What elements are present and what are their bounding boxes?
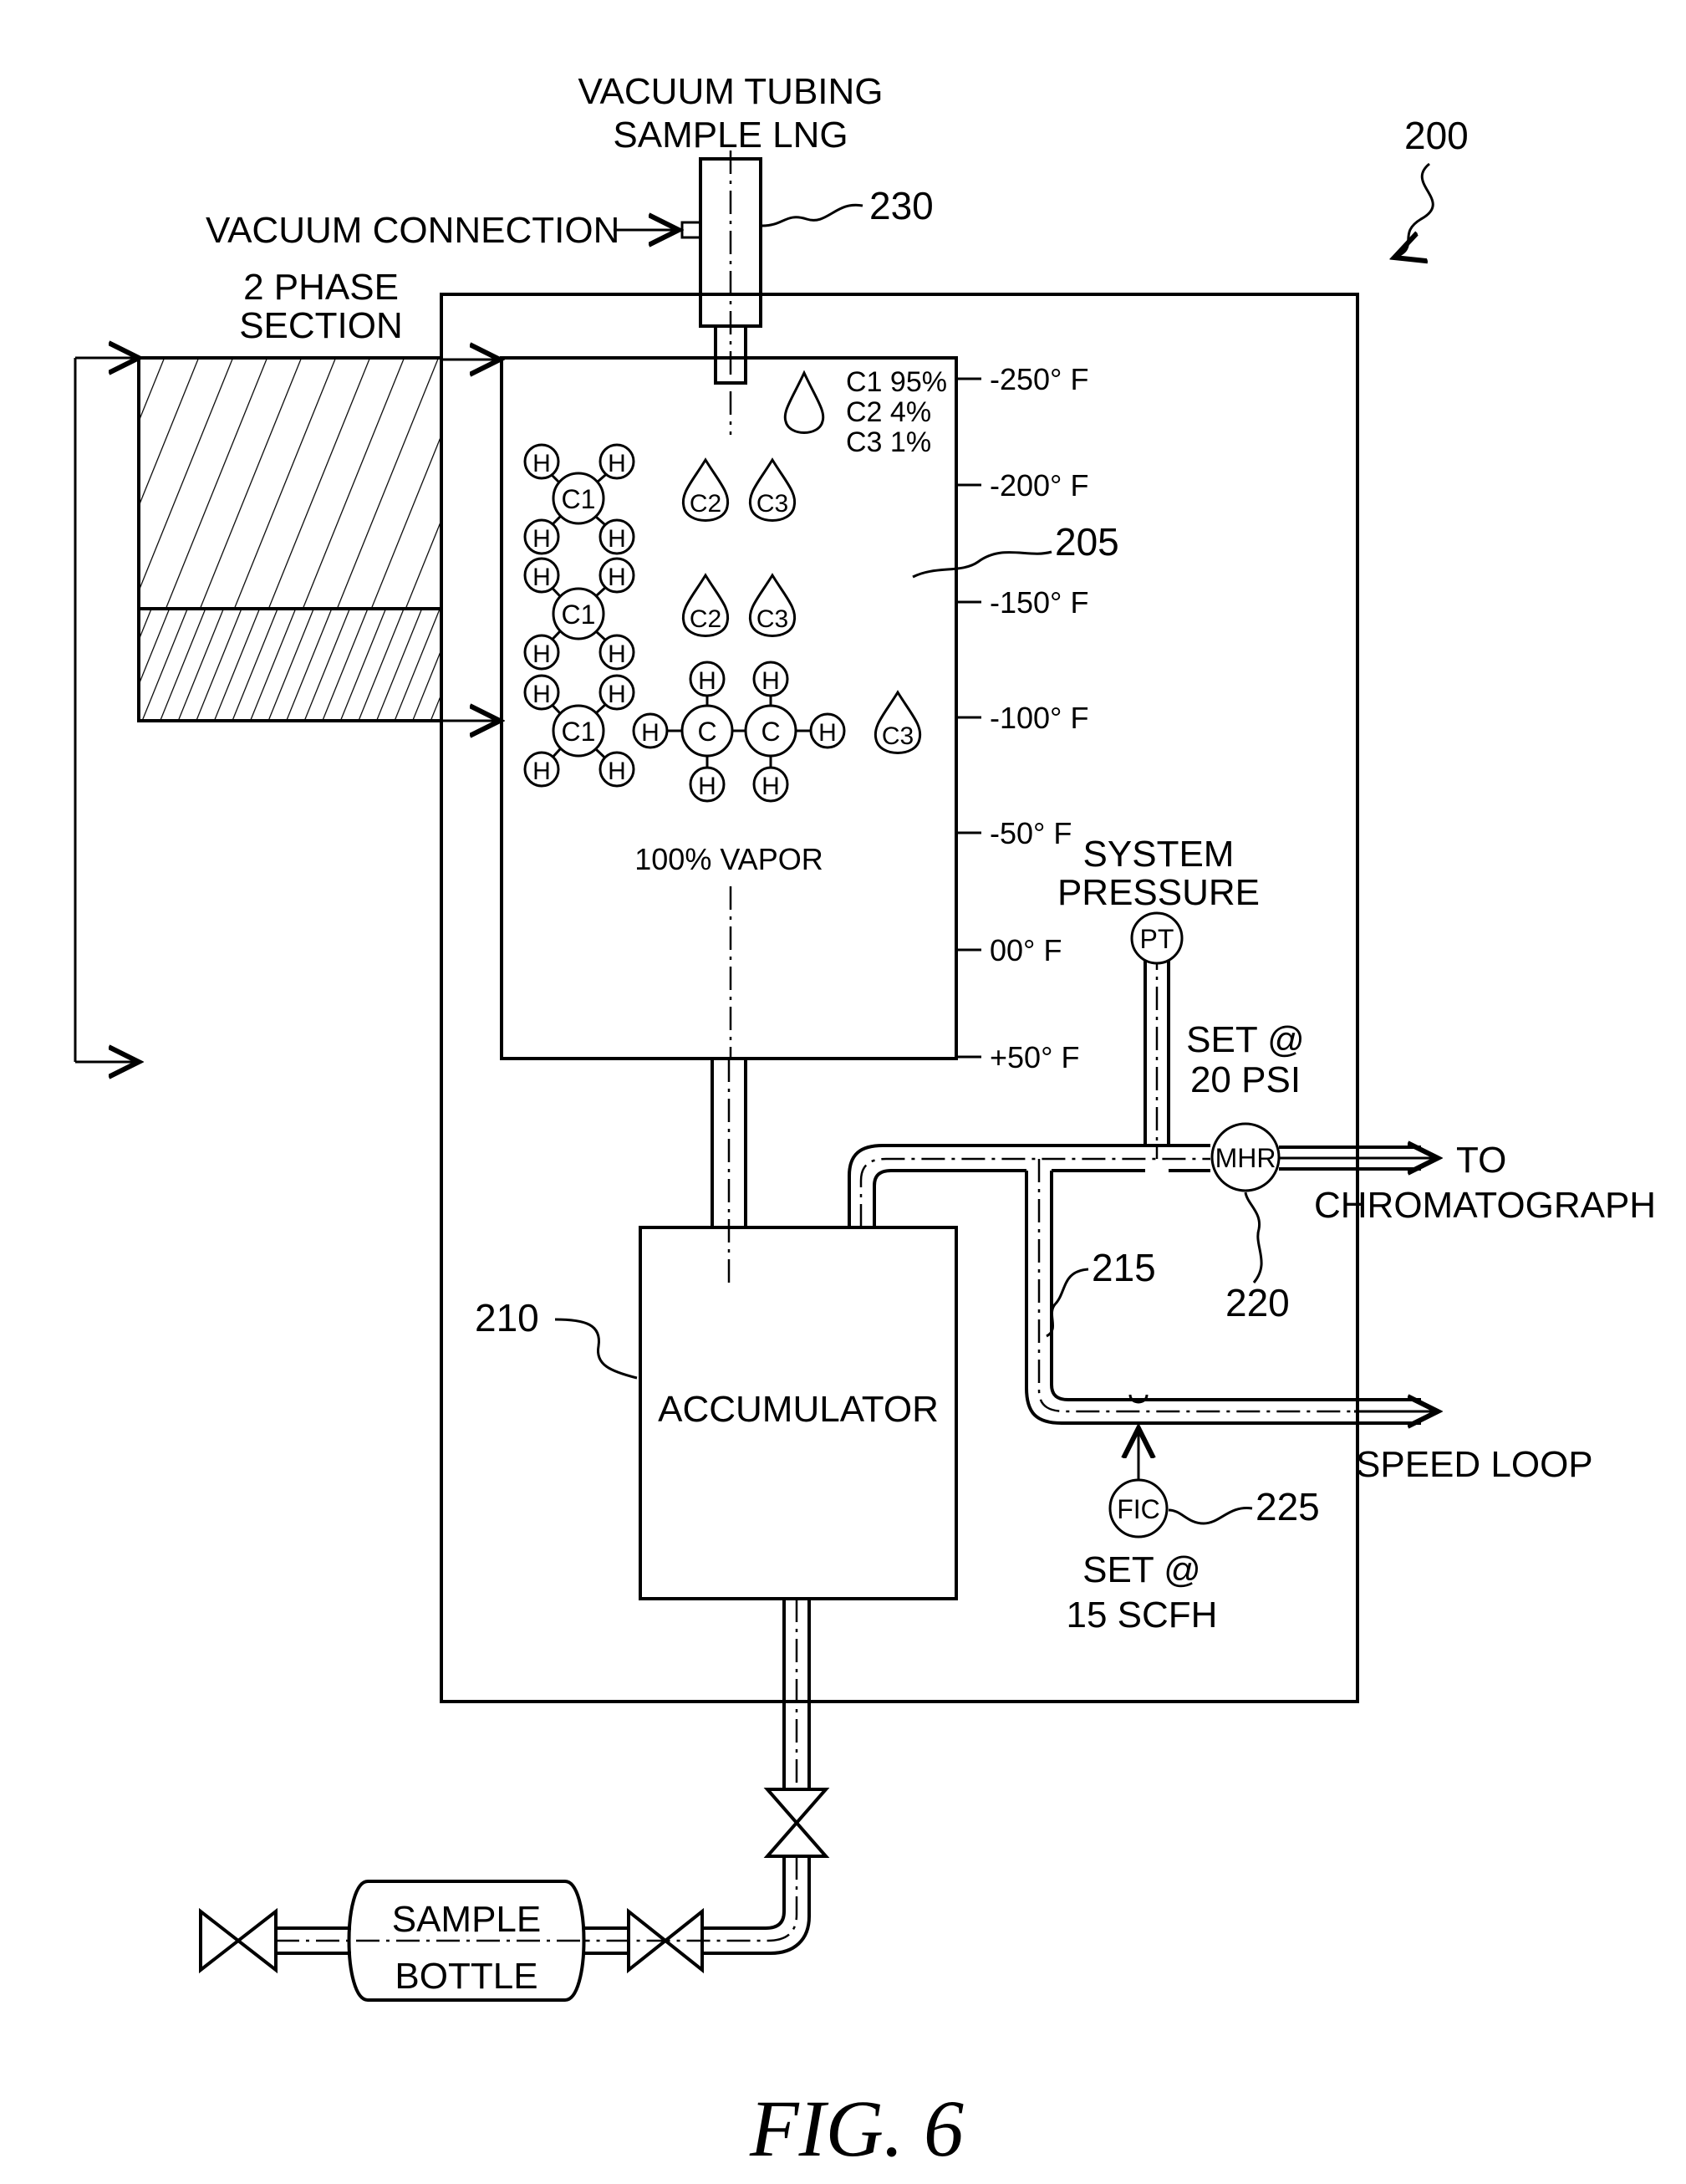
two-phase-section-lower	[139, 609, 441, 721]
svg-text:H: H	[608, 564, 626, 591]
svg-text:C1: C1	[562, 717, 596, 747]
bottle-line-inner	[702, 1856, 784, 1928]
svg-text:C3: C3	[756, 605, 788, 633]
svg-text:C3: C3	[756, 490, 788, 518]
section-label: SECTION	[239, 305, 403, 346]
svg-text:C2: C2	[690, 605, 721, 633]
temp-zero: 00° F	[990, 933, 1062, 967]
droplet-c3-middle: C3	[750, 575, 794, 636]
two-phase-section-upper	[139, 358, 441, 609]
svg-text:H: H	[818, 719, 837, 747]
ref-speed-loop: 215	[1092, 1246, 1156, 1289]
sample-bottle-label-1: SAMPLE	[392, 1899, 542, 1940]
mhr-label: MHR	[1215, 1143, 1276, 1173]
ref-flow-controller: 225	[1256, 1485, 1320, 1528]
temperature-scale: -250° F -200° F -150° F -100° F -50° F 0…	[956, 362, 1088, 1074]
svg-text:C1: C1	[562, 600, 596, 630]
accumulator-label: ACCUMULATOR	[658, 1389, 939, 1430]
vacuum-connection-port	[682, 222, 700, 237]
svg-text:H: H	[532, 450, 551, 477]
system-pressure-label-1: SYSTEM	[1083, 834, 1235, 875]
ref-system-leader	[1394, 164, 1433, 258]
composition-c2: C2 4%	[846, 396, 931, 428]
ref-vacuum-tubing-leader	[762, 205, 863, 226]
svg-text:H: H	[608, 450, 626, 477]
ref-flow-controller-leader	[1169, 1508, 1252, 1523]
temp-plus-50: +50° F	[990, 1040, 1079, 1074]
sample-bottle-label-2: BOTTLE	[395, 1956, 537, 1997]
ref-system: 200	[1404, 114, 1469, 157]
ref-regulator: 220	[1225, 1281, 1290, 1324]
methane-molecule-1: H H H H C1	[525, 445, 634, 554]
methane-molecule-3: H H H H C1	[525, 676, 634, 786]
svg-text:H: H	[608, 525, 626, 553]
two-phase-label: 2 PHASE	[243, 267, 399, 308]
methane-molecule-2: H H H H C1	[525, 559, 634, 669]
temp-minus-50: -50° F	[990, 816, 1072, 850]
svg-text:H: H	[608, 681, 626, 708]
droplet-c2-middle: C2	[683, 575, 727, 636]
set-flow-label-2: 15 SCFH	[1067, 1595, 1218, 1635]
temp-minus-100: -100° F	[990, 701, 1088, 735]
svg-text:H: H	[641, 719, 660, 747]
ethane-molecule: H H H H H H C C	[634, 662, 844, 801]
ref-vaporizer: 205	[1055, 520, 1119, 564]
svg-text:H: H	[608, 640, 626, 668]
droplet-c2-top: C2	[683, 460, 727, 521]
svg-text:H: H	[532, 525, 551, 553]
fic-label: FIC	[1117, 1494, 1160, 1524]
svg-text:H: H	[762, 667, 780, 695]
vacuum-tubing-label: VACUUM TUBING	[578, 71, 883, 112]
svg-text:H: H	[698, 667, 716, 695]
lng-droplet-icon	[785, 373, 823, 433]
svg-text:C: C	[761, 717, 780, 747]
svg-text:H: H	[532, 758, 551, 785]
vacuum-connection-label: VACUUM CONNECTION	[206, 210, 619, 251]
droplet-c3-right: C3	[875, 692, 919, 753]
set-flow-label-1: SET @	[1082, 1549, 1201, 1590]
system-pressure-label-2: PRESSURE	[1057, 872, 1260, 913]
droplet-c3-top: C3	[750, 460, 794, 521]
svg-text:C3: C3	[882, 722, 914, 750]
sample-lng-label: SAMPLE LNG	[613, 115, 848, 156]
vertical-valve-icon	[767, 1789, 826, 1856]
pt-label: PT	[1140, 924, 1174, 954]
ref-accumulator-leader	[555, 1319, 637, 1378]
speed-loop-label: SPEED LOOP	[1356, 1444, 1593, 1485]
sample-line-inner	[874, 1171, 1026, 1227]
svg-text:H: H	[698, 773, 716, 800]
set-pressure-label-2: 20 PSI	[1190, 1059, 1301, 1100]
svg-text:H: H	[532, 681, 551, 708]
chromatograph-label: CHROMATOGRAPH	[1314, 1185, 1656, 1226]
bottle-line-outer	[702, 1856, 809, 1953]
ref-regulator-leader	[1245, 1192, 1261, 1283]
svg-text:H: H	[608, 758, 626, 785]
svg-text:C: C	[697, 717, 716, 747]
svg-text:H: H	[532, 640, 551, 668]
composition-c3: C3 1%	[846, 426, 931, 458]
figure-caption: FIG. 6	[749, 2084, 964, 2173]
vapor-label: 100% VAPOR	[634, 842, 823, 876]
to-label: TO	[1456, 1140, 1506, 1181]
svg-text:H: H	[532, 564, 551, 591]
svg-text:H: H	[762, 773, 780, 800]
bottle-valve-left-icon	[201, 1911, 276, 1970]
svg-text:C1: C1	[562, 484, 596, 514]
svg-text:C2: C2	[690, 490, 721, 518]
ref-vacuum-tubing: 230	[869, 184, 934, 227]
temp-minus-200: -200° F	[990, 468, 1088, 503]
composition-c1: C1 95%	[846, 366, 947, 398]
ref-vaporizer-leader	[913, 552, 1052, 577]
set-pressure-label-1: SET @	[1186, 1019, 1305, 1060]
ref-accumulator: 210	[475, 1296, 539, 1339]
temp-minus-250: -250° F	[990, 362, 1088, 396]
temp-minus-150: -150° F	[990, 585, 1088, 620]
